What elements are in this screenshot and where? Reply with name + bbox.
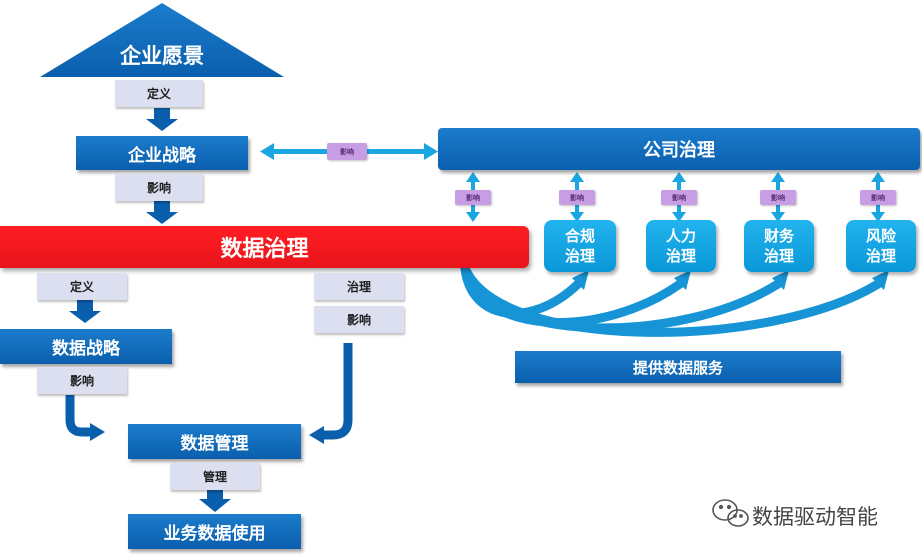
define-label-2: 定义 (37, 273, 127, 300)
business-data-use-box: 业务数据使用 (128, 514, 301, 549)
enterprise-strategy-box: 企业战略 (76, 136, 248, 170)
down-arrow-icon (146, 108, 178, 131)
down-arrow-icon (69, 300, 101, 323)
influence-pill: 影响 (559, 190, 595, 205)
service-arrow-heads (572, 270, 889, 290)
influence-pill-main: 影响 (327, 143, 367, 160)
service-curve-arrows (460, 263, 883, 337)
data-strategy-box: 数据战略 (0, 329, 172, 364)
data-management-box: 数据管理 (128, 424, 301, 459)
bent-arrow-icon (322, 343, 353, 440)
vision-triangle (40, 3, 284, 77)
box-line: 合规 (564, 227, 595, 245)
vision-title: 企业愿景 (120, 44, 204, 68)
manage-label: 管理 (170, 463, 260, 490)
down-arrow-icon (146, 201, 178, 224)
wechat-icon (712, 499, 749, 527)
box-line: 治理 (564, 247, 595, 265)
influence-pill: 影响 (860, 190, 896, 205)
govern-label: 治理 (314, 273, 404, 300)
define-label-1: 定义 (115, 80, 203, 107)
bent-arrow-icon (65, 395, 92, 437)
box-line: 财务 (763, 227, 794, 245)
box-line: 人力 (665, 227, 696, 245)
data-governance-bar: 数据治理 (0, 226, 529, 268)
influence-pill: 影响 (760, 190, 796, 205)
hr-governance-box: 人力 治理 (646, 220, 716, 272)
watermark-text: 数据驱动智能 (752, 505, 878, 529)
box-line: 治理 (763, 247, 794, 265)
compliance-governance-box: 合规 治理 (544, 220, 616, 272)
influence-pill: 影响 (455, 190, 491, 205)
down-arrow-icon (199, 490, 231, 512)
influence-label-1: 影响 (115, 174, 203, 201)
box-line: 治理 (865, 247, 896, 265)
box-line: 治理 (665, 247, 696, 265)
influence-label-3: 影响 (37, 367, 127, 394)
data-service-bar: 提供数据服务 (515, 351, 841, 383)
influence-label-2: 影响 (314, 306, 404, 333)
finance-governance-box: 财务 治理 (744, 220, 814, 272)
box-line: 风险 (865, 227, 896, 245)
corporate-governance-box: 公司治理 (438, 128, 920, 170)
influence-pill: 影响 (661, 190, 697, 205)
risk-governance-box: 风险 治理 (846, 220, 916, 272)
